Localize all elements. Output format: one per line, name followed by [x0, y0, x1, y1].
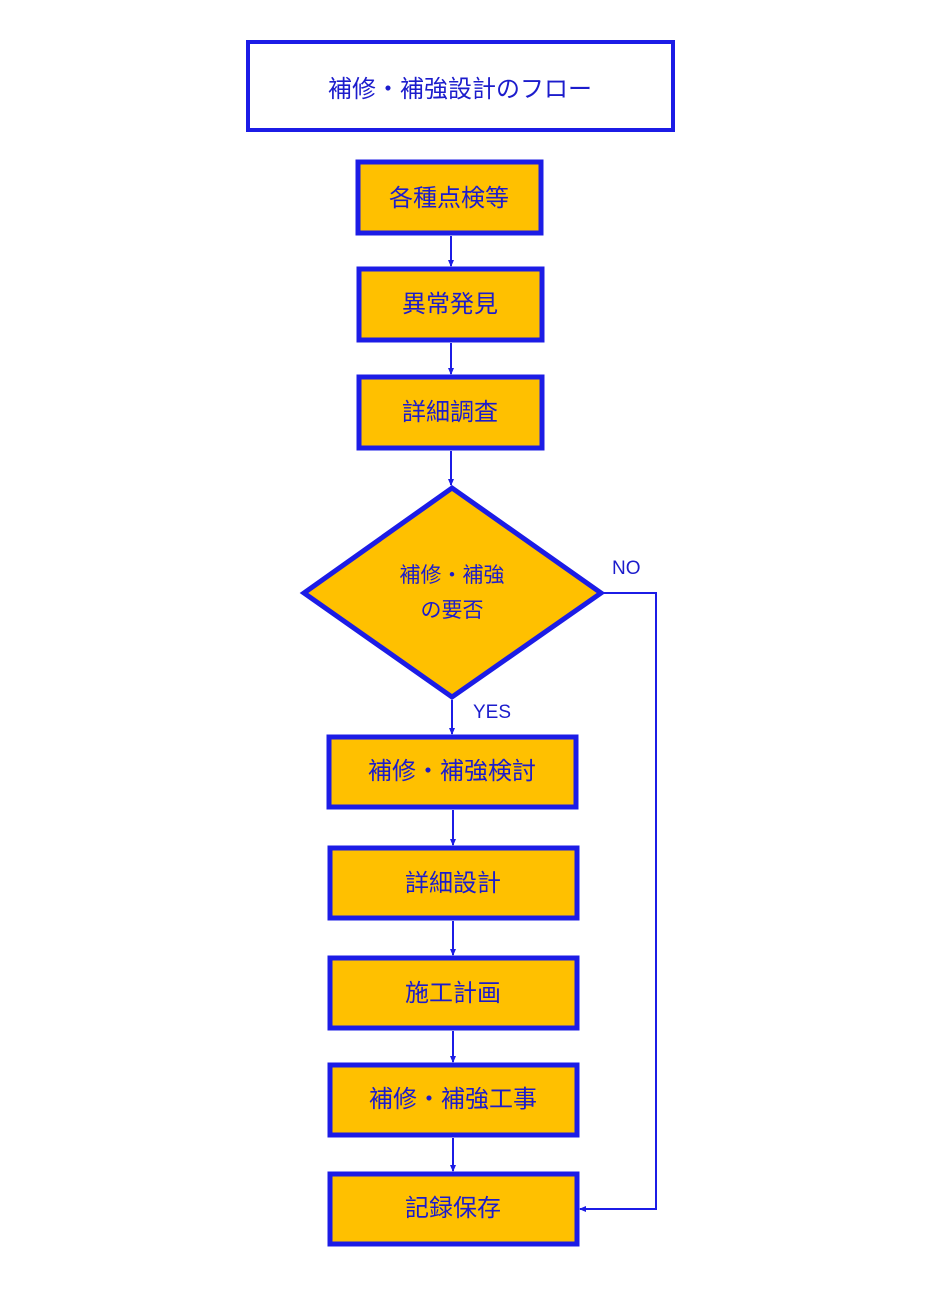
step-label: 異常発見	[402, 290, 498, 318]
step-box-study: 補修・補強検討	[326, 734, 579, 810]
decision-diamond: 補修・補強 の要否	[299, 484, 606, 701]
step-box-record: 記録保存	[327, 1171, 580, 1247]
step-label: 詳細設計	[405, 869, 501, 897]
title-text: 補修・補強設計のフロー	[328, 75, 592, 103]
title-box: 補修・補強設計のフロー	[246, 40, 675, 132]
decision-label-line2: の要否	[421, 598, 484, 622]
step-box-inspection: 各種点検等	[355, 159, 544, 236]
step-box-survey: 詳細調査	[356, 374, 545, 451]
connectors	[448, 236, 657, 1212]
step-label: 詳細調査	[402, 398, 498, 426]
step-label: 補修・補強工事	[369, 1085, 537, 1113]
step-box-anomaly: 異常発見	[356, 266, 545, 343]
no-label: NO	[612, 558, 641, 579]
step-label: 各種点検等	[389, 184, 509, 212]
arrow-connector-no	[579, 592, 657, 1212]
yes-label: YES	[473, 702, 511, 723]
step-box-work: 補修・補強工事	[327, 1062, 580, 1138]
step-label: 記録保存	[405, 1194, 501, 1222]
step-box-detailed-design: 詳細設計	[327, 845, 580, 921]
step-label: 施工計画	[405, 979, 501, 1007]
decision-label-line1: 補修・補強	[400, 563, 505, 587]
step-label: 補修・補強検討	[368, 757, 536, 785]
step-box-construction-plan: 施工計画	[327, 955, 580, 1031]
